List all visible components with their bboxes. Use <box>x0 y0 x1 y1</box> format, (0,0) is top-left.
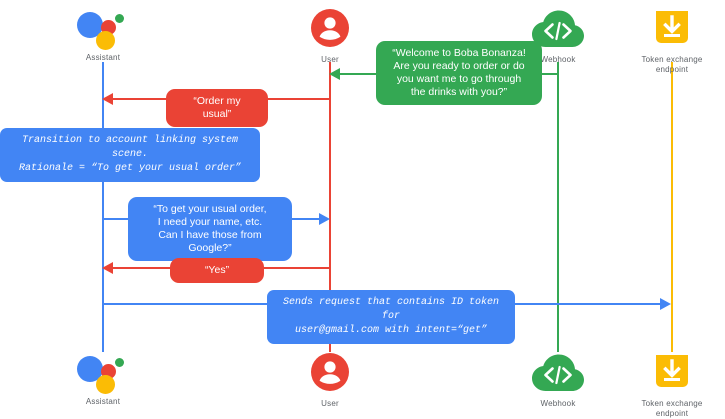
actor-label-token-endpoint-bottom: Token exchange endpoint <box>641 399 703 418</box>
note-transition: Transition to account linking system sce… <box>0 128 260 182</box>
lifeline-assistant <box>102 62 104 352</box>
download-box-icon <box>617 8 725 52</box>
actor-label-user-bottom: User <box>321 399 339 408</box>
download-box-icon <box>617 352 725 396</box>
arrowhead-need-your-name <box>319 213 330 225</box>
bubble-yes: “Yes” <box>170 258 264 283</box>
user-avatar-icon <box>275 352 385 396</box>
actor-label-user-top: User <box>321 55 339 64</box>
actor-webhook-bottom: Webhook <box>503 350 613 409</box>
arrowhead-sends-request <box>660 298 671 310</box>
actor-label-assistant-top: Assistant <box>85 53 121 62</box>
actor-user-top: User <box>275 6 385 65</box>
actor-label-webhook-top: Webhook <box>540 55 576 64</box>
cloud-code-icon <box>503 8 613 52</box>
bubble-order-my-usual: “Order my usual” <box>166 89 268 127</box>
bubble-welcome: “Welcome to Boba Bonanza! Are you ready … <box>376 41 542 105</box>
lifeline-webhook <box>557 62 559 352</box>
actor-label-assistant-bottom: Assistant <box>85 397 121 406</box>
actor-user-bottom: User <box>275 350 385 409</box>
actor-assistant-bottom: Assistant <box>48 350 158 407</box>
actor-webhook-top: Webhook <box>503 6 613 65</box>
note-sends-request: Sends request that contains ID token for… <box>267 290 515 344</box>
arrowhead-welcome <box>329 68 340 80</box>
actor-token-endpoint-top: Token exchange endpoint <box>617 6 725 75</box>
actor-token-endpoint-bottom: Token exchange endpoint <box>617 350 725 419</box>
lifeline-token-endpoint <box>671 62 673 352</box>
lifeline-user <box>329 62 331 352</box>
google-assistant-logo-icon <box>48 350 158 394</box>
google-assistant-logo-icon <box>48 6 158 50</box>
user-avatar-icon <box>275 8 385 52</box>
arrowhead-order-my-usual <box>102 93 113 105</box>
arrowhead-yes <box>102 262 113 274</box>
actor-label-webhook-bottom: Webhook <box>540 399 576 408</box>
actor-assistant-top: Assistant <box>48 6 158 63</box>
cloud-code-icon <box>503 352 613 396</box>
bubble-need-your-name: “To get your usual order, I need your na… <box>128 197 292 261</box>
actor-label-token-endpoint-top: Token exchange endpoint <box>641 55 703 74</box>
